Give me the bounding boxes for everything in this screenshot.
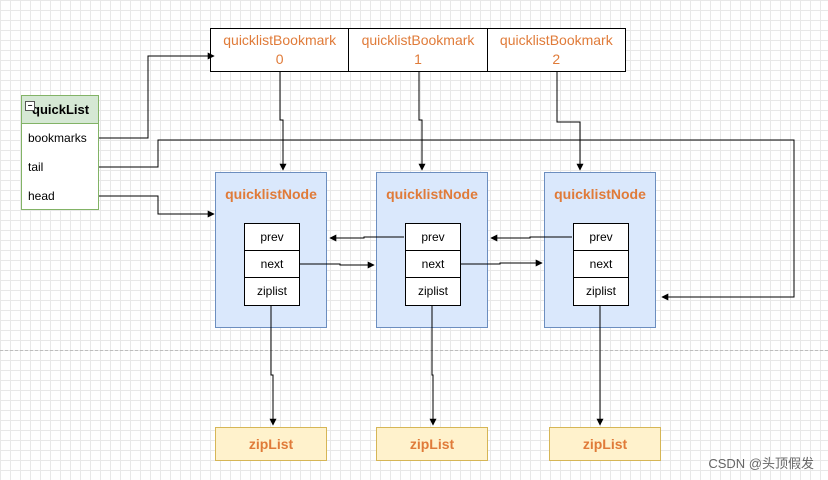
edge-bookmarks-to-array: [99, 52, 215, 139]
node-field-prev: prev: [406, 224, 460, 251]
node-field-next: next: [574, 251, 628, 278]
node-fields: prev next ziplist: [244, 223, 300, 306]
bookmark-cell-0[interactable]: quicklistBookmark 0: [211, 29, 350, 71]
bookmark-name: quicklistBookmark: [361, 32, 475, 48]
ziplist-box-2[interactable]: zipList: [549, 427, 661, 461]
quicklist-field-head: head: [28, 189, 55, 203]
node-field-ziplist: ziplist: [256, 284, 287, 298]
node-field-ziplist: ziplist: [585, 284, 616, 298]
node-fields: prev next ziplist: [405, 223, 461, 306]
bookmark-index: 1: [414, 51, 422, 67]
edge-bookmark-1-to-node-1: [418, 72, 426, 171]
bookmark-index: 2: [552, 51, 561, 67]
node-fields: prev next ziplist: [573, 223, 629, 306]
edge-bookmark-0-to-node-0: [279, 72, 287, 171]
quicklist-title: quickList: [32, 102, 90, 117]
bookmark-cell-2[interactable]: quicklistBookmark 2: [488, 29, 625, 71]
quicklist-node-0[interactable]: quicklistNode prev next ziplist: [215, 172, 327, 328]
quicklist-node-1[interactable]: quicklistNode prev next ziplist: [376, 172, 488, 328]
node-title: quicklistNode: [225, 186, 317, 202]
quicklist-field-tail: tail: [28, 160, 44, 174]
node-field-ziplist: ziplist: [417, 284, 448, 298]
edge-head-to-node-0: [99, 195, 215, 218]
ziplist-box-0[interactable]: zipList: [215, 427, 327, 461]
quicklist-box[interactable]: − quickList bookmarks tail head: [21, 95, 99, 210]
node-field-prev: prev: [574, 224, 628, 251]
dashed-divider: [0, 350, 828, 351]
node-title: quicklistNode: [554, 186, 646, 202]
node-field-next: next: [245, 251, 299, 278]
watermark: CSDN @头顶假发: [708, 456, 814, 471]
bookmarks-array: quicklistBookmark 0 quicklistBookmark 1 …: [210, 28, 626, 72]
collapse-icon[interactable]: −: [25, 101, 35, 111]
node-field-next: next: [406, 251, 460, 278]
node-field-prev: prev: [245, 224, 299, 251]
quicklist-header: − quickList: [22, 96, 98, 124]
quicklist-node-2[interactable]: quicklistNode prev next ziplist: [544, 172, 656, 328]
bookmark-cell-1[interactable]: quicklistBookmark 1: [349, 29, 488, 71]
node-title: quicklistNode: [386, 186, 478, 202]
bookmark-name: quicklistBookmark: [223, 32, 337, 48]
quicklist-field-bookmarks: bookmarks: [28, 131, 87, 145]
bookmark-name: quicklistBookmark: [499, 32, 613, 48]
ziplist-box-1[interactable]: zipList: [376, 427, 488, 461]
edge-bookmark-2-to-node-2: [556, 72, 584, 171]
bookmark-index: 0: [275, 51, 284, 67]
